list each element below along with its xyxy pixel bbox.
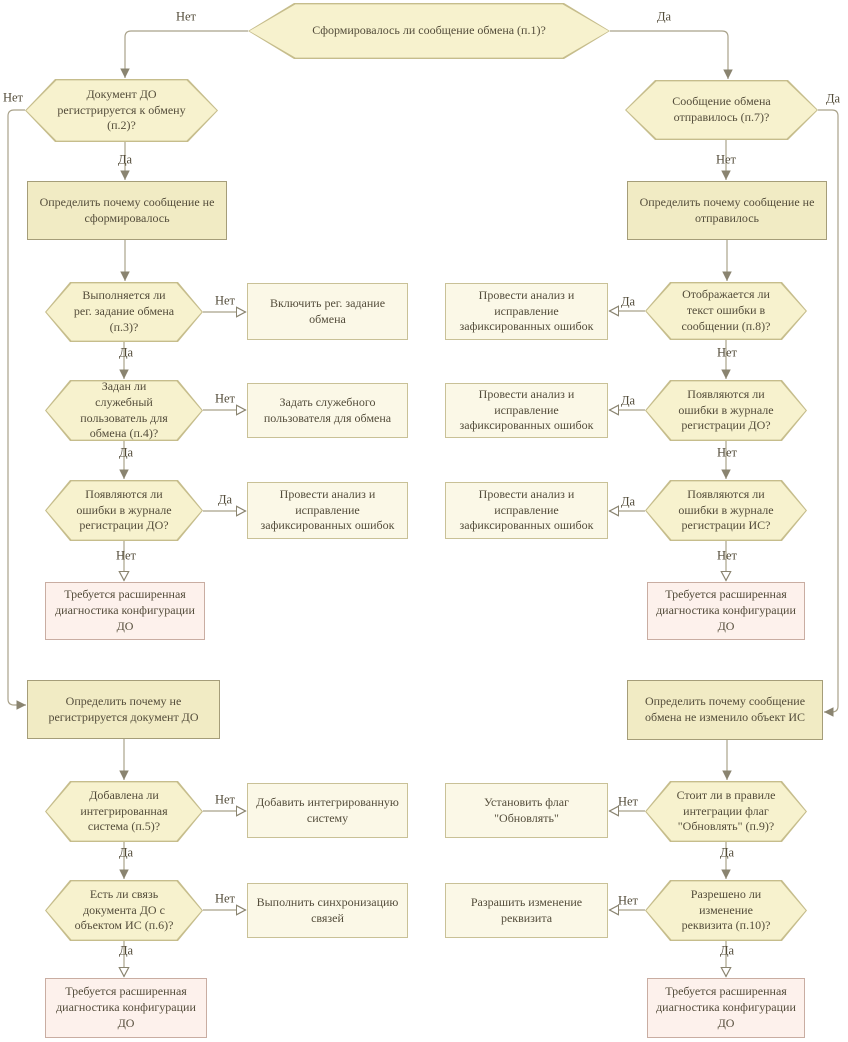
terminal-diagnostics-left-top: Требуется расширенная диагностика конфиг…	[45, 582, 205, 640]
connector-label: Нет	[617, 893, 639, 908]
connector-label: Нет	[175, 9, 197, 24]
connector-label: Нет	[617, 794, 639, 809]
connector-label: Да	[217, 492, 233, 507]
node-text: Разрешено ли изменение реквизита (п.10)?	[681, 886, 771, 933]
connector-label: Да	[620, 294, 636, 309]
action-fix-errors-right-3: Провести анализ и исправление зафиксиров…	[445, 482, 608, 539]
node-text: Появляются ли ошибки в журнале регистрац…	[76, 486, 172, 533]
node-text: Определить почему сообщение не сформиров…	[39, 194, 215, 225]
connector-label: Нет	[716, 548, 738, 563]
node-text: Провести анализ и исправление зафиксиров…	[459, 287, 594, 334]
node-text: Требуется расширенная диагностика конфиг…	[656, 587, 796, 633]
connector-label: Нет	[115, 548, 137, 563]
connector-label: Нет	[214, 792, 236, 807]
decision-errors-journal-do-left: Появляются ли ошибки в журнале регистрац…	[45, 480, 203, 541]
decision-doc-registered: Документ ДО регистрируется к обмену (п.2…	[25, 79, 218, 142]
step-determine-not-registered: Определить почему не регистрируется доку…	[27, 680, 220, 739]
action-fix-errors-left: Провести анализ и исправление зафиксиров…	[247, 482, 408, 539]
connector-label: Да	[719, 943, 735, 958]
node-text: Есть ли связь документа ДО с объектом ИС…	[74, 886, 174, 933]
node-text: Включить рег. задание обмена	[269, 295, 386, 326]
decision-integrated-system: Добавлена ли интегрированная система (п.…	[45, 781, 203, 842]
terminal-diagnostics-left-bottom: Требуется расширенная диагностика конфиг…	[45, 978, 207, 1038]
connector-label: Да	[118, 845, 134, 860]
decision-reg-job: Выполняется ли рег. задание обмена (п.3)…	[45, 282, 203, 342]
node-text: Провести анализ и исправление зафиксиров…	[459, 486, 594, 533]
node-text: Задать служебного пользователя для обмен…	[263, 394, 392, 425]
node-text: Установить флаг "Обновлять"	[483, 794, 570, 825]
node-text: Разрашить изменение реквизита	[470, 894, 583, 925]
connector-label: Нет	[214, 891, 236, 906]
node-text: Отображается ли текст ошибки в сообщении…	[681, 287, 771, 333]
decision-errors-journal-is: Появляются ли ошибки в журнале регистрац…	[645, 480, 807, 541]
connector-label: Да	[656, 9, 672, 24]
node-text: Появляются ли ошибки в журнале регистрац…	[678, 486, 774, 533]
connector-label: Да	[118, 345, 134, 360]
terminal-diagnostics-right-top: Требуется расширенная диагностика конфиг…	[647, 582, 805, 640]
node-text: Добавить интегрированную систему	[256, 794, 399, 825]
connector-label: Да	[620, 494, 636, 509]
node-text: Задан ли служебный пользователь для обме…	[80, 378, 168, 441]
action-set-service-user: Задать служебного пользователя для обмен…	[247, 383, 408, 438]
decision-error-text: Отображается ли текст ошибки в сообщении…	[645, 282, 807, 340]
node-text: Определить почему не регистрируется доку…	[48, 693, 199, 724]
node-text: Требуется расширенная диагностика конфиг…	[56, 984, 196, 1030]
action-sync-links: Выполнить синхронизацию связей	[247, 883, 408, 938]
connector-label: Да	[719, 845, 735, 860]
node-text: Выполняется ли рег. задание обмена (п.3)…	[73, 288, 175, 334]
action-fix-errors-right-2: Провести анализ и исправление зафиксиров…	[445, 383, 608, 438]
decision-message-formed: Сформировалось ли сообщение обмена (п.1)…	[248, 3, 610, 59]
decision-service-user: Задан ли служебный пользователь для обме…	[45, 378, 203, 441]
connector-label: Нет	[2, 90, 24, 105]
action-enable-reg-job: Включить рег. задание обмена	[247, 283, 408, 340]
node-text: Стоит ли в правиле интеграции флаг "Обно…	[676, 787, 776, 834]
action-add-integrated-system: Добавить интегрированную систему	[247, 783, 408, 838]
node-text: Добавлена ли интегрированная система (п.…	[80, 787, 168, 834]
node-text: Провести анализ и исправление зафиксиров…	[459, 386, 594, 433]
node-text: Документ ДО регистрируется к обмену (п.2…	[57, 86, 186, 133]
node-text: Сформировалось ли сообщение обмена (п.1)…	[312, 23, 546, 38]
node-text: Выполнить синхронизацию связей	[256, 894, 399, 925]
step-determine-not-changed: Определить почему сообщение обмена не из…	[627, 680, 823, 740]
connector-label: Нет	[715, 152, 737, 167]
node-text: Провести анализ и исправление зафиксиров…	[260, 486, 395, 533]
connector-label: Да	[117, 152, 133, 167]
decision-message-sent: Сообщение обмена отправилось (п.7)?	[625, 80, 818, 140]
node-text: Появляются ли ошибки в журнале регистрац…	[678, 386, 774, 433]
terminal-diagnostics-right-bottom: Требуется расширенная диагностика конфиг…	[647, 978, 805, 1038]
action-allow-attribute-change: Разрашить изменение реквизита	[445, 883, 608, 938]
node-text: Определить почему сообщение не отправило…	[639, 194, 815, 225]
node-text: Требуется расширенная диагностика конфиг…	[656, 984, 796, 1030]
node-text: Определить почему сообщение обмена не из…	[644, 694, 806, 724]
connector-label: Нет	[214, 391, 236, 406]
connector-label: Нет	[716, 345, 738, 360]
connector-label: Нет	[716, 445, 738, 460]
step-determine-not-formed: Определить почему сообщение не сформиров…	[27, 181, 227, 240]
decision-doc-link: Есть ли связь документа ДО с объектом ИС…	[45, 880, 203, 941]
action-set-update-flag: Установить флаг "Обновлять"	[445, 783, 608, 838]
node-text: Требуется расширенная диагностика конфиг…	[55, 587, 195, 633]
connector-label: Да	[118, 445, 134, 460]
node-text: Сообщение обмена отправилось (п.7)?	[672, 94, 771, 124]
decision-update-flag: Стоит ли в правиле интеграции флаг "Обно…	[645, 781, 807, 842]
decision-errors-journal-do-right: Появляются ли ошибки в журнале регистрац…	[645, 380, 807, 441]
connector-label: Нет	[214, 293, 236, 308]
step-determine-not-sent: Определить почему сообщение не отправило…	[627, 181, 827, 240]
decision-attribute-change: Разрешено ли изменение реквизита (п.10)?	[645, 880, 807, 941]
connector-label: Да	[118, 943, 134, 958]
connector-label: Да	[825, 91, 841, 106]
connector-label: Да	[620, 393, 636, 408]
action-fix-errors-right-1: Провести анализ и исправление зафиксиров…	[445, 283, 608, 340]
